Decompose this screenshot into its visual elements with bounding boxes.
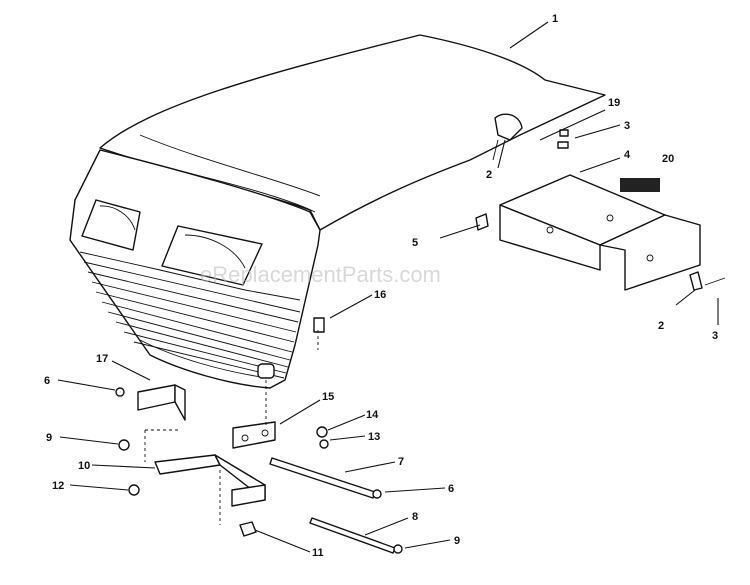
callout-19: 19 [608, 97, 620, 109]
lower-bracket-10 [154, 454, 266, 507]
callout-7: 7 [398, 456, 404, 468]
callout-10: 10 [78, 460, 90, 472]
callout-15: 15 [322, 391, 334, 403]
callout-14: 14 [366, 409, 379, 421]
hood-assembly [69, 34, 606, 389]
left-headlight [81, 199, 141, 251]
lower-bracket-15 [232, 421, 276, 449]
callout-17: 17 [96, 353, 108, 365]
lower-left-bracket-17 [137, 384, 186, 421]
callout-2: 2 [486, 169, 492, 181]
callout-6: 6 [448, 483, 454, 495]
callout-20: 20 [662, 153, 674, 165]
watermark: eReplacementParts.com [200, 262, 441, 287]
callout-3: 3 [624, 120, 630, 132]
callout-4: 4 [624, 149, 631, 161]
hood-support-bracket [499, 174, 701, 291]
rod-7 [269, 457, 376, 499]
right-headlight [161, 225, 263, 286]
callout-1: 1 [552, 13, 558, 25]
leader-lines [57, 21, 719, 553]
assembly-guides [144, 330, 319, 525]
callout-6: 6 [44, 375, 50, 387]
hood-latch-bracket [494, 113, 523, 141]
callout-16: 16 [374, 289, 386, 301]
callout-2: 2 [658, 320, 664, 332]
callout-9: 9 [46, 432, 52, 444]
callout-13: 13 [368, 431, 380, 443]
hood-latch-knob [257, 363, 275, 379]
hardware-lower [115, 387, 403, 554]
decal-strip [620, 178, 660, 192]
rod-8 [309, 517, 396, 554]
callout-8: 8 [412, 511, 418, 523]
callout-3: 3 [712, 330, 718, 342]
hardware-upper [313, 129, 726, 333]
callout-11: 11 [312, 547, 324, 559]
callout-9: 9 [454, 535, 460, 547]
callout-5: 5 [412, 237, 418, 249]
callout-12: 12 [52, 480, 64, 492]
